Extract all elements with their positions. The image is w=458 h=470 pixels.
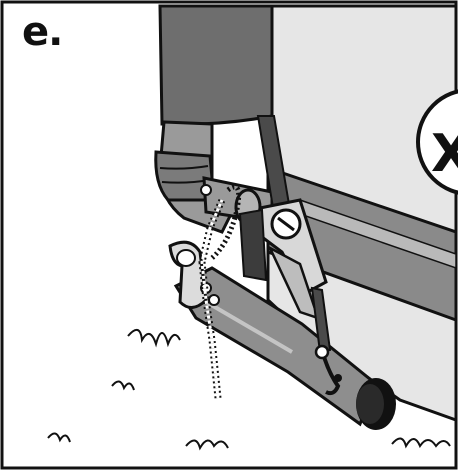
warning-x-mark: X [431,128,458,180]
step-label: e. [22,12,62,52]
lower-strap [240,210,266,280]
fabric-sleeve [160,6,272,124]
clip-slot [177,250,195,266]
bolt [209,295,219,305]
leg-end-inner [356,384,384,424]
bolt [201,185,211,195]
hook-ring [316,346,328,358]
